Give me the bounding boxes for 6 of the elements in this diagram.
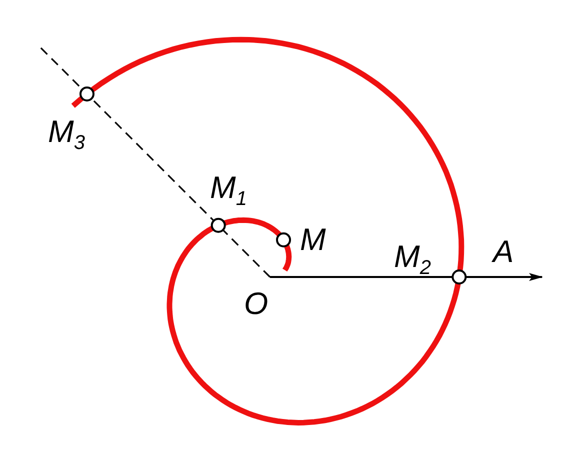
point-label: A [493,236,514,267]
point-label: M$_{3}$ [48,116,85,153]
point-label: M$_{2}$ [394,241,431,278]
point-label: M$_{1}$ [210,172,247,209]
point-label: M [300,224,326,255]
point-label: O [244,288,268,319]
